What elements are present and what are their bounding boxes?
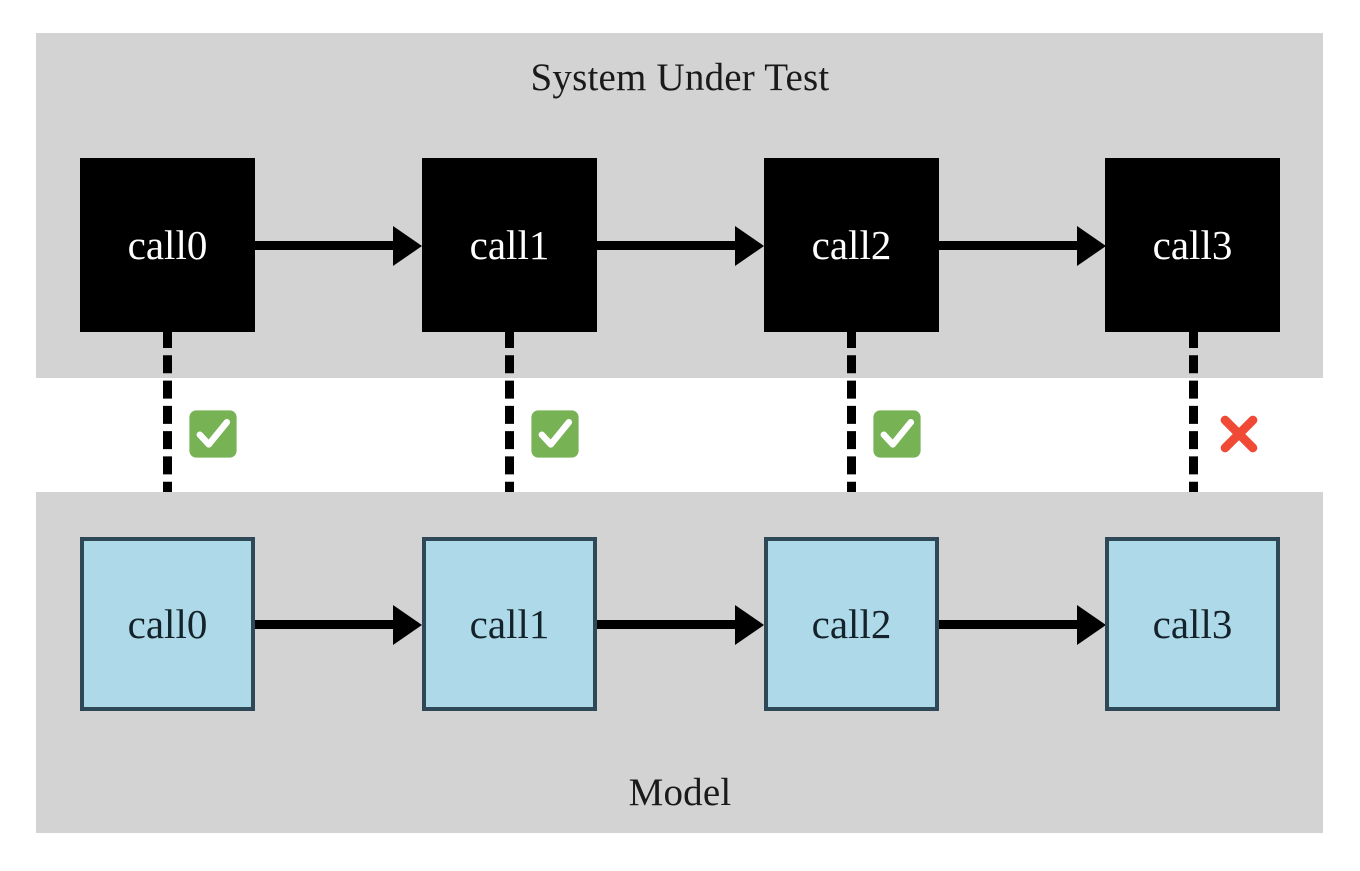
sut-node-call1-label: call1	[469, 221, 550, 268]
model-arrow-call1-call2	[597, 620, 737, 629]
sut-arrow-call2-call3	[939, 241, 1079, 250]
sut-node-call0-label: call0	[127, 221, 208, 268]
model-title: Model	[628, 771, 732, 814]
check-mark-button-icon	[188, 409, 238, 459]
model-node-call3[interactable]: call3	[1105, 537, 1280, 711]
cross-mark-icon	[1214, 409, 1264, 459]
sut-node-call3-label: call3	[1152, 221, 1233, 268]
model-node-call1-label: call1	[469, 600, 550, 647]
sut-node-call3[interactable]: call3	[1105, 158, 1280, 332]
model-node-call0-label: call0	[127, 600, 208, 647]
model-node-call0[interactable]: call0	[80, 537, 255, 711]
model-arrow-call2-call3	[939, 620, 1079, 629]
model-node-call1[interactable]: call1	[422, 537, 597, 711]
sut-node-call2[interactable]: call2	[764, 158, 939, 332]
sut-node-call2-label: call2	[811, 221, 892, 268]
sut-arrow-call0-call1	[255, 241, 395, 250]
check-mark-button-icon	[530, 409, 580, 459]
sut-node-call0[interactable]: call0	[80, 158, 255, 332]
model-arrow-call0-call1	[255, 620, 395, 629]
model-node-call3-label: call3	[1152, 600, 1233, 647]
system-under-test-title: System Under Test	[530, 56, 830, 99]
model-node-call2[interactable]: call2	[764, 537, 939, 711]
sut-arrow-call1-call2	[597, 241, 737, 250]
sut-node-call1[interactable]: call1	[422, 158, 597, 332]
check-mark-button-icon	[872, 409, 922, 459]
model-node-call2-label: call2	[811, 600, 892, 647]
